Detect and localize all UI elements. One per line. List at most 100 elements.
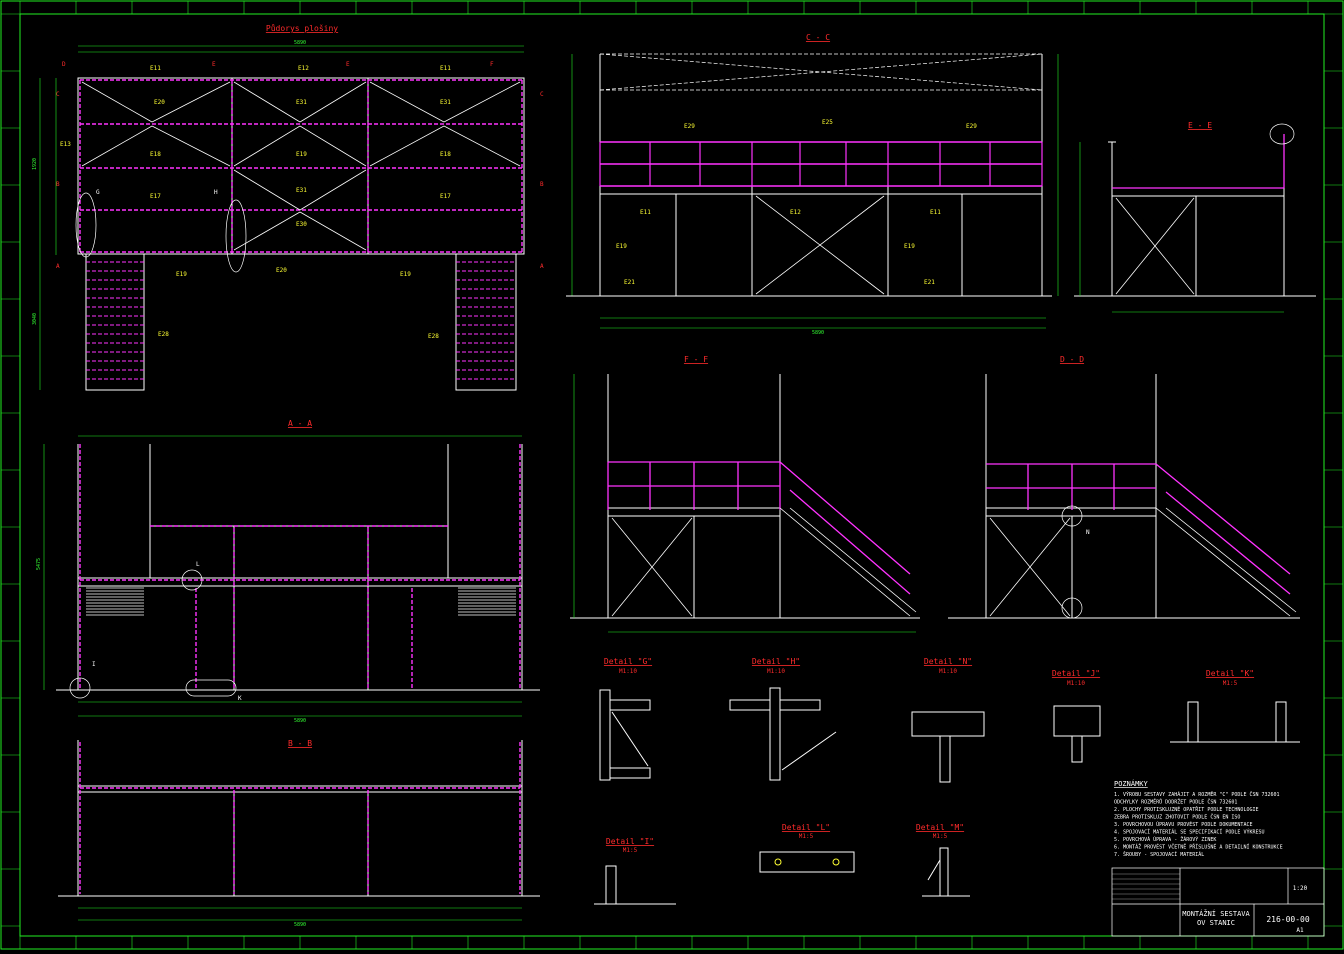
dd-bracing	[989, 517, 1071, 617]
svg-text:E19: E19	[616, 243, 627, 250]
svg-text:5890: 5890	[294, 922, 306, 928]
svg-text:B - B: B - B	[288, 739, 312, 748]
plan-dims	[39, 45, 524, 390]
callout-g-label: G	[96, 189, 100, 196]
aa-stair-left	[86, 587, 144, 616]
svg-text:5890: 5890	[294, 718, 306, 724]
svg-text:A - A: A - A	[288, 419, 312, 428]
plan-stair-left	[85, 253, 145, 391]
plan-stair-right	[455, 253, 517, 391]
svg-text:5890: 5890	[812, 330, 824, 336]
note-line: 6. MONTÁŽ PROVÉST VČETNĚ PŘÍSLUŠNÉ A DET…	[1114, 843, 1283, 851]
detail-j: Detail "J" M1:10	[1052, 669, 1101, 763]
cc-roof	[599, 53, 1043, 91]
note-line: ZEBRA PROTISKLUZ ZHOTOVIT PODLE ČSN EN I…	[1114, 814, 1240, 821]
svg-text:E12: E12	[790, 209, 801, 216]
svg-text:C - C: C - C	[806, 33, 830, 42]
svg-text:E13: E13	[60, 141, 71, 148]
drawing-scale: 1:20	[1293, 885, 1308, 892]
plan-bracing	[81, 81, 521, 251]
ee-bracing	[1115, 197, 1195, 295]
svg-text:A: A	[56, 263, 60, 270]
svg-text:E20: E20	[276, 267, 287, 274]
svg-text:E31: E31	[296, 187, 307, 194]
callout-n-label: N	[1086, 529, 1090, 536]
detail-l: Detail "L" M1:5	[759, 823, 855, 873]
details: Detail "G" M1:10 Detail "H" M1:10 Detail…	[594, 657, 1300, 905]
svg-text:E11: E11	[640, 209, 651, 216]
callout-i-label: I	[92, 661, 96, 668]
note-line: 4. SPOJOVACÍ MATERIÁL SE SPECIFIKACÍ POD…	[1114, 828, 1265, 836]
cc-posts	[599, 142, 1043, 186]
note-line: 7. ŠROUBY - SPOJOVACÍ MATERIÁL	[1114, 850, 1204, 858]
svg-text:E21: E21	[624, 279, 635, 286]
plan-view: Půdorys plošiny 5890 1920 3040	[32, 23, 544, 391]
svg-text:M1:5: M1:5	[1223, 680, 1238, 687]
notes-block: POZNÁMKY 1. VÝROBU SESTAVY ZAHÁJIT A ROZ…	[1114, 779, 1283, 858]
svg-text:Detail "J": Detail "J"	[1052, 669, 1100, 678]
aa-frame	[56, 444, 540, 691]
svg-text:Detail "L": Detail "L"	[782, 823, 830, 832]
bb-frame	[58, 740, 540, 897]
section-aa: A - A	[36, 419, 540, 724]
svg-text:E11: E11	[150, 65, 161, 72]
svg-text:E12: E12	[298, 65, 309, 72]
svg-text:E - E: E - E	[1188, 121, 1212, 130]
svg-text:M1:10: M1:10	[767, 668, 785, 675]
svg-text:Detail "K": Detail "K"	[1206, 669, 1254, 678]
svg-text:F: F	[490, 61, 494, 68]
svg-text:E31: E31	[440, 99, 451, 106]
svg-text:M1:5: M1:5	[933, 833, 948, 840]
svg-text:5475: 5475	[36, 558, 42, 570]
svg-text:E18: E18	[150, 151, 161, 158]
svg-text:E19: E19	[176, 271, 187, 278]
svg-text:M1:5: M1:5	[799, 833, 814, 840]
plan-beams	[79, 79, 523, 253]
ff-frame	[570, 374, 920, 619]
ff-bracing	[611, 517, 693, 617]
svg-text:E11: E11	[930, 209, 941, 216]
svg-text:F - F: F - F	[684, 355, 708, 364]
svg-text:A: A	[540, 263, 544, 270]
svg-text:E18: E18	[440, 151, 451, 158]
svg-text:Detail "N": Detail "N"	[924, 657, 972, 666]
section-dd: D - D N	[948, 355, 1300, 619]
section-ff: F - F	[570, 355, 920, 633]
callout-l-circle	[1269, 123, 1295, 145]
svg-text:E28: E28	[428, 333, 439, 340]
dd-handrail	[986, 463, 1291, 595]
note-line: 1. VÝROBU SESTAVY ZAHÁJIT A ROZMĚR "C" P…	[1114, 790, 1280, 798]
detail-g: Detail "G" M1:10	[599, 657, 652, 781]
svg-text:M1:10: M1:10	[619, 668, 637, 675]
drawing-number: 216-00-00	[1266, 915, 1310, 924]
ee-frame	[1074, 141, 1316, 297]
svg-text:E17: E17	[440, 193, 451, 200]
svg-text:D - D: D - D	[1060, 355, 1084, 364]
callout-k-label: K	[238, 695, 242, 702]
plan-member-labels: E11 E12 E11 E20 E31 E31 E13 E18 E19 E18 …	[60, 65, 451, 340]
ff-stair	[779, 507, 917, 617]
svg-text:Detail "M": Detail "M"	[916, 823, 964, 832]
cc-labels: E29 E25 E29 E11 E12 E11 E19 E19 E21 E21	[616, 119, 977, 286]
svg-text:E28: E28	[158, 331, 169, 338]
note-line: 3. POVRCHOVOU ÚPRAVU PROVÉST PODLE DOKUM…	[1114, 820, 1252, 828]
svg-text:C: C	[56, 91, 60, 98]
svg-text:E29: E29	[684, 123, 695, 130]
note-line: 5. POVRCHOVÁ ÚPRAVA - ŽÁROVÝ ZINEK	[1114, 835, 1216, 843]
svg-text:E29: E29	[966, 123, 977, 130]
drawing-name-line1: MONTÁŽNÍ SESTAVA	[1182, 909, 1250, 918]
svg-text:C: C	[540, 91, 544, 98]
stair-length-dim: 3040	[32, 313, 38, 325]
svg-text:B: B	[540, 181, 544, 188]
svg-text:E: E	[212, 61, 216, 68]
plan-total-dim: 5890	[294, 40, 306, 46]
note-line: ODCHYLKY ROZMĚRŮ DODRŽET PODLE ČSN 73260…	[1114, 798, 1237, 806]
svg-text:E19: E19	[296, 151, 307, 158]
dd-frame	[948, 374, 1300, 619]
svg-text:E30: E30	[296, 221, 307, 228]
callout-l-label: L	[196, 561, 200, 568]
svg-text:E20: E20	[154, 99, 165, 106]
